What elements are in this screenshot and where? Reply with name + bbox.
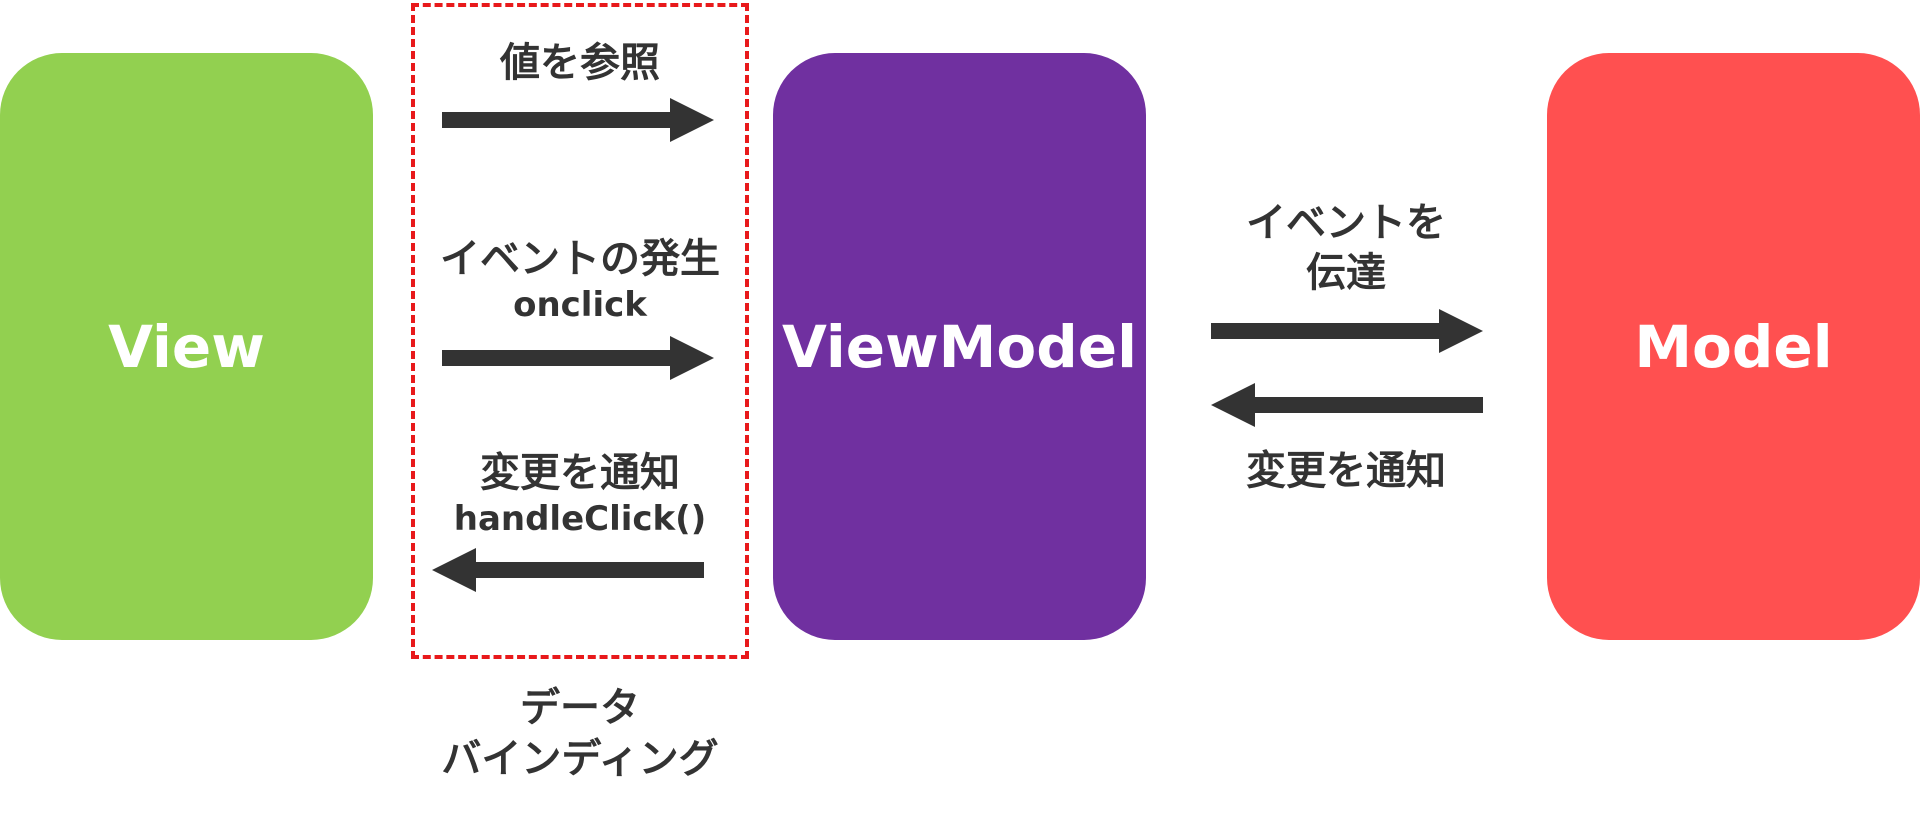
event-arrow — [442, 336, 714, 380]
forward-text-line1: イベントを — [1246, 200, 1446, 246]
data-binding-region — [411, 3, 749, 659]
forward-label: イベントを 伝達 — [1200, 198, 1492, 298]
data-binding-caption-line2: バインディング — [441, 736, 719, 783]
event-code-text: onclick — [513, 285, 647, 325]
forward-arrow-shape — [1211, 309, 1483, 353]
event-label: イベントの発生 onclick — [415, 234, 745, 327]
notify-label: 変更を通知 handleClick() — [420, 448, 740, 541]
backward-label: 変更を通知 — [1200, 446, 1492, 496]
event-text: イベントの発生 — [440, 236, 720, 282]
model-box: Model — [1547, 53, 1920, 640]
viewmodel-label: ViewModel — [782, 312, 1137, 381]
forward-arrow — [1211, 309, 1483, 353]
viewmodel-box: ViewModel — [773, 53, 1146, 640]
event-arrow-shape — [442, 336, 714, 380]
view-label: View — [108, 312, 265, 381]
data-binding-caption-line1: データ — [520, 685, 640, 731]
backward-text: 変更を通知 — [1246, 448, 1446, 494]
notify-text: 変更を通知 — [480, 450, 680, 496]
reference-arrow — [442, 98, 714, 142]
backward-arrow-shape — [1211, 383, 1483, 427]
reference-text: 値を参照 — [500, 40, 660, 86]
reference-arrow-shape — [442, 98, 714, 142]
view-box: View — [0, 53, 373, 640]
notify-arrow-shape — [432, 548, 704, 592]
backward-arrow — [1211, 383, 1483, 427]
notify-code-text: handleClick() — [453, 499, 707, 539]
reference-label: 値を参照 — [420, 38, 740, 88]
notify-arrow — [432, 548, 704, 592]
data-binding-caption: データ バインディング — [400, 683, 760, 785]
forward-text-line2: 伝達 — [1306, 250, 1386, 296]
model-label: Model — [1634, 312, 1833, 381]
